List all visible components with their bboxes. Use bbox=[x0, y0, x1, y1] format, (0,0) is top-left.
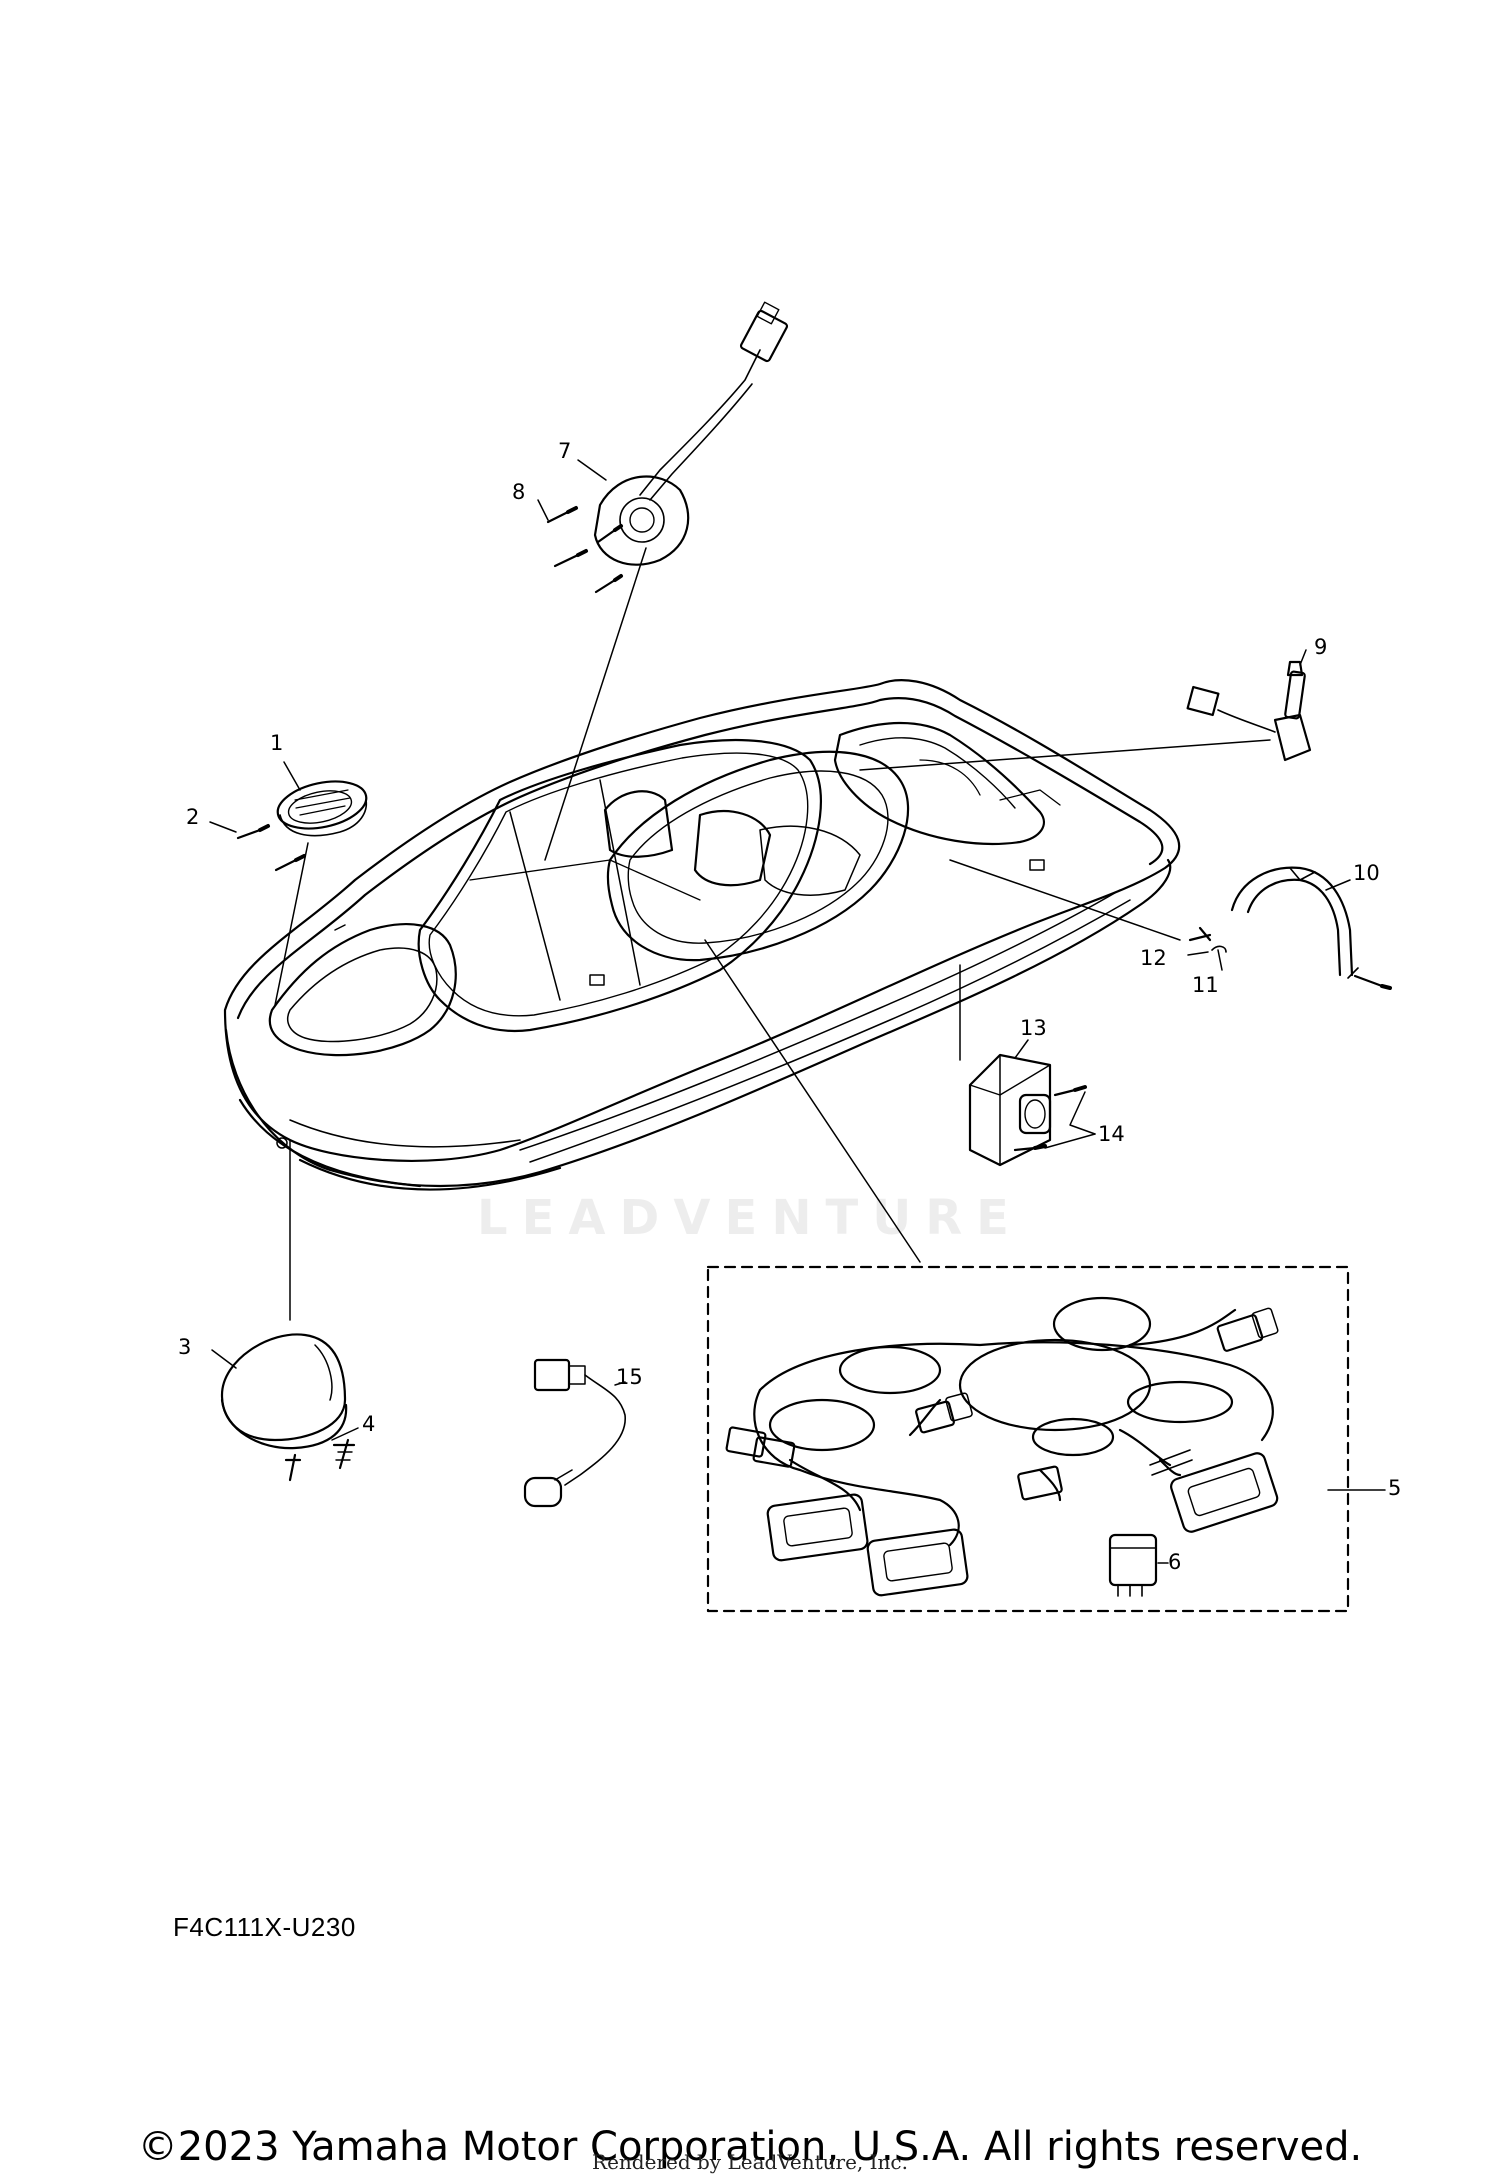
part-13-module bbox=[968, 1053, 1052, 1167]
copyright-notice: ©2023 Yamaha Motor Corporation, U.S.A. A… bbox=[137, 2124, 1363, 2170]
callout-5[interactable]: 5 bbox=[1388, 1476, 1402, 1500]
part-3-cover bbox=[220, 1333, 348, 1450]
callout-11[interactable]: 11 bbox=[1192, 973, 1219, 997]
part-6-relay bbox=[1108, 1533, 1158, 1597]
callout-10[interactable]: 10 bbox=[1353, 861, 1380, 885]
leader-lines bbox=[209, 459, 1386, 1564]
part-5-harness bbox=[706, 1265, 1350, 1613]
callout-1[interactable]: 1 bbox=[270, 731, 284, 755]
callout-3[interactable]: 3 bbox=[178, 1335, 192, 1359]
callout-12[interactable]: 12 bbox=[1140, 946, 1167, 970]
callout-14[interactable]: 14 bbox=[1098, 1122, 1125, 1146]
part-10-strap bbox=[1230, 866, 1392, 990]
boat-hull bbox=[223, 679, 1181, 1191]
part-9-sensor bbox=[1186, 660, 1312, 762]
callout-8[interactable]: 8 bbox=[512, 480, 526, 504]
part-11-12-fasteners bbox=[1188, 926, 1227, 953]
callout-6[interactable]: 6 bbox=[1168, 1550, 1182, 1574]
callout-13[interactable]: 13 bbox=[1020, 1016, 1047, 1040]
part-14-screws bbox=[1013, 1085, 1087, 1152]
diagram-code: F4C111X-U230 bbox=[173, 1912, 356, 1942]
callout-9[interactable]: 9 bbox=[1314, 635, 1328, 659]
part-1-speaker bbox=[276, 780, 368, 837]
rendered-by-notice: Rendered by LeadVenture, Inc. bbox=[592, 2150, 908, 2174]
part-8-screws bbox=[546, 506, 623, 594]
part-15-adapter bbox=[523, 1358, 626, 1508]
callout-7[interactable]: 7 bbox=[558, 439, 572, 463]
callout-2[interactable]: 2 bbox=[186, 805, 200, 829]
watermark: LEADVENTURE bbox=[477, 1190, 1023, 1246]
part-4-bolts bbox=[284, 1438, 356, 1482]
part-7-bracket bbox=[593, 301, 789, 566]
part-2-screws bbox=[236, 824, 306, 872]
callout-15[interactable]: 15 bbox=[616, 1365, 643, 1389]
callout-4[interactable]: 4 bbox=[362, 1412, 376, 1436]
